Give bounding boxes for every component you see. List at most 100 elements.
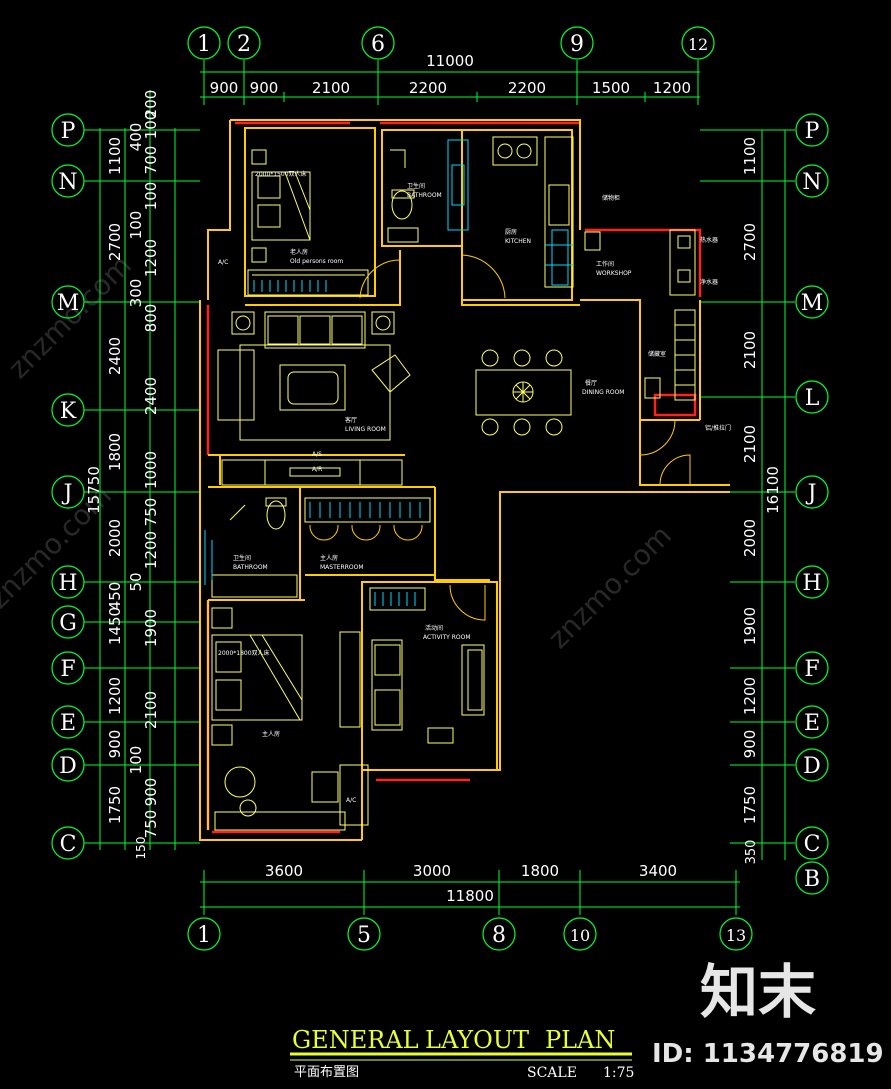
dim-inner-3: 400 [127, 123, 145, 152]
axis-bottom-3: 8 [492, 923, 506, 948]
axis-left-4: K [60, 399, 77, 424]
activity-shelf-detail [374, 592, 416, 606]
axis-bubbles [51, 26, 829, 951]
dim-inner-15: 450 [106, 582, 124, 611]
master-bed [211, 607, 369, 831]
dim-inner-20: 750 [142, 810, 160, 839]
bath-mid-fixtures [211, 497, 298, 598]
axis-top-3: 6 [371, 32, 385, 57]
dim-left-total: 15750 [85, 466, 103, 514]
label-bath-mid-cn: 卫生间 [233, 554, 251, 562]
dim-top-2: 900 [250, 79, 279, 97]
axis-left-3: M [57, 291, 80, 316]
label-storage-cn: 储藏室 [648, 350, 666, 358]
dim-inner-14: 50 [127, 572, 145, 591]
label-water-heater: 热水器 [700, 236, 718, 244]
dim-left-6: 1450 [106, 607, 124, 645]
title-word-general: GENERAL [292, 1026, 419, 1054]
axis-left-2: N [58, 170, 77, 195]
dim-bottom-4: 3400 [639, 862, 677, 880]
dim-inner-17: 2100 [142, 691, 160, 729]
label-workshop-cn: 工作间 [596, 260, 614, 268]
axis-right-5: J [806, 481, 817, 506]
dim-right-7: 1200 [741, 677, 759, 715]
axis-left-7: G [59, 611, 77, 636]
dim-inner-16: 1900 [142, 609, 160, 647]
dim-inner-9: 800 [142, 304, 160, 333]
dim-right-total: 16100 [764, 466, 782, 514]
axis-left-1: P [61, 119, 76, 144]
dim-inner-12: 750 [142, 498, 160, 527]
axis-right-6: H [802, 571, 821, 596]
dim-inner-19: 900 [142, 778, 160, 807]
dim-right-10: 350 [744, 840, 759, 865]
dim-inner-4: 700 [142, 146, 160, 175]
dim-bottom-2: 3000 [413, 862, 451, 880]
dim-inner-11: 1000 [142, 451, 160, 489]
dim-top-4: 2200 [409, 79, 447, 97]
label-room-old-cn: 老人房 [290, 248, 308, 256]
title-block: GENERAL LAYOUT PLAN 平面布置图 SCALE 1:75 [290, 1026, 634, 1081]
title-word-layout: LAYOUT [425, 1026, 529, 1054]
label-kitchen-cn: 厨房 [505, 228, 517, 236]
axis-bottom-1: 1 [197, 923, 211, 948]
dim-right-8: 900 [741, 730, 759, 759]
kitchen-counters [492, 136, 574, 288]
label-bath-mid-en: BATHROOM [233, 564, 268, 571]
axis-bottom-4: 10 [570, 926, 590, 945]
label-living-cn: 客厅 [345, 416, 357, 424]
label-bath-top-cn: 卫生间 [407, 182, 425, 190]
dim-left-7: 1200 [106, 677, 124, 715]
label-living-en: LIVING ROOM [345, 426, 386, 433]
label-bed-old: 2000*1500双人床 [255, 170, 307, 178]
dim-right-3: 2100 [741, 331, 759, 369]
bath-top-shower [447, 139, 469, 231]
label-activity-cn: 活动间 [425, 624, 443, 632]
dim-left-8: 900 [106, 730, 124, 759]
label-ac-bottom: A/C [346, 797, 356, 804]
axis-top-2: 2 [237, 32, 251, 57]
dim-inner-10: 2400 [142, 377, 160, 415]
dim-inner-1: 200 [142, 90, 160, 119]
title-cn: 平面布置图 [294, 1065, 359, 1080]
axis-right-10: C [804, 832, 821, 857]
dim-bottom-3: 1800 [521, 862, 559, 880]
axis-left-10: D [59, 754, 77, 779]
axis-right-9: D [803, 754, 821, 779]
watermark-brand: 知末 [700, 958, 816, 1026]
master-arc-doors [309, 524, 423, 541]
dim-inner-13: 1200 [142, 531, 160, 569]
room-labels: 2000*1500双人床 老人房 Old persons room 卫生间 BA… [218, 170, 731, 804]
dim-left-4: 1800 [106, 433, 124, 471]
dim-inner-18: 100 [127, 746, 145, 775]
dim-right-6: 1900 [741, 607, 759, 645]
axis-left-9: E [60, 711, 76, 736]
dim-inner-5: 100 [142, 182, 160, 211]
master-wardrobe [304, 497, 431, 523]
label-ac-tv: A/R [312, 466, 322, 473]
label-yard: 储物柜 [602, 194, 620, 202]
axis-right-1: P [805, 119, 820, 144]
bath-top-fixtures [387, 149, 419, 243]
scale-value: 1:75 [603, 1065, 634, 1081]
dim-top-1: 900 [210, 79, 239, 97]
label-ac-left: A/C [218, 259, 228, 266]
axis-right-2: N [802, 170, 821, 195]
axis-top-1: 1 [197, 32, 211, 57]
bath-mid-glass [204, 530, 213, 585]
dim-inner-8: 300 [127, 279, 145, 308]
dim-inner-6: 100 [127, 211, 145, 240]
dim-top-3: 2100 [312, 79, 350, 97]
dim-top-5: 2200 [508, 79, 546, 97]
dim-left-10: 150 [134, 837, 148, 860]
activity-furniture [369, 587, 485, 744]
axis-left-6: H [58, 571, 77, 596]
label-bed-master: 2000*1800双人床 [218, 649, 270, 657]
label-master-en: MASTERROOM [320, 564, 364, 571]
label-room-old-en: Old persons room [290, 258, 343, 265]
dim-right-9: 1750 [741, 786, 759, 824]
dim-top-total: 11000 [426, 52, 474, 70]
label-door: 铝/推拉门 [705, 424, 731, 432]
dining-set [475, 349, 572, 436]
